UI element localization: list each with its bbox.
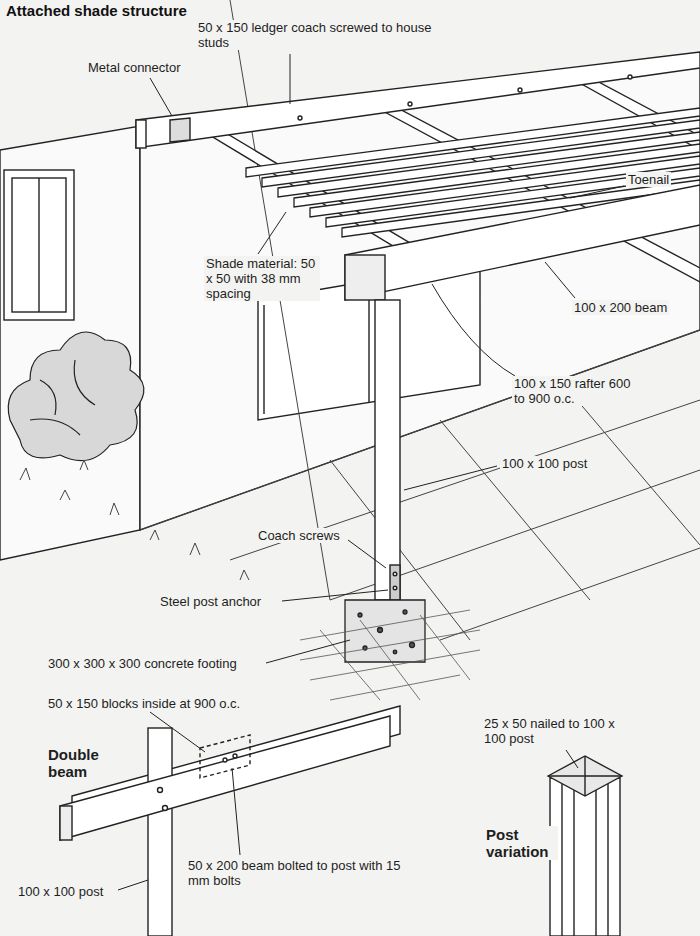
part-label: Coach screws [256,528,342,543]
leader-lines-part [290,54,291,104]
post-part [393,572,397,576]
footing-part [378,628,383,633]
part-label: 100 x 100 post [16,884,105,899]
part-label: Toenail [626,172,671,187]
beam-part [345,255,385,300]
double-beam-detail-part [223,758,227,762]
ledger-part [408,102,412,106]
footing [300,600,480,700]
detail-heading: Post variation [484,826,558,860]
leader-lines [118,54,624,890]
leader-lines-part [258,212,286,254]
paving-part [440,548,700,640]
leader-lines-part [566,750,578,768]
leader-lines-part [150,712,205,752]
house-wall-part [263,305,264,414]
ledger-part [170,118,190,142]
double-beam-detail-part [60,806,72,840]
part-label: Shade material: 50 x 50 with 38 mm spaci… [204,256,320,301]
part-label: 25 x 50 nailed to 100 x 100 post [482,716,636,746]
grass [20,460,249,580]
post-variation-detail-part [561,784,562,936]
post-variation-detail-part [595,790,596,936]
leader-lines-part [348,540,386,568]
house-wall [0,58,700,560]
house-wall-part [4,170,74,320]
double-beam-detail [60,706,400,936]
part-label: Steel post anchor [158,594,263,609]
shrub [8,332,144,461]
part-label: Metal connector [86,60,183,75]
footing-part [403,610,407,614]
double-beam-detail-part [158,788,163,793]
paving-part [440,420,590,600]
post [375,300,400,600]
ledger-part [628,75,632,79]
double-beam-detail-part [200,735,250,778]
diagram-title: Attached shade structure [4,2,189,19]
footing-part [300,610,480,700]
detail-heading: Double beam [46,746,120,780]
post-variation-detail-part [548,775,622,776]
leader-lines-part [404,466,497,490]
double-beam-detail-part [148,728,172,936]
post-part [390,565,400,600]
leader-lines-part [282,590,388,601]
post-variation-detail-part [607,784,608,936]
beam [345,185,700,300]
post-variation-detail-part [548,756,622,796]
double-beam-detail-part [233,754,237,758]
part-label: 100 x 150 rafter 600 to 900 o.c. [512,376,634,406]
post-variation-detail-part [573,790,574,936]
footing-part [410,643,415,648]
part-label: 300 x 300 x 300 concrete footing [46,656,239,671]
shrub-part [30,360,95,435]
leader-lines-part [545,262,575,298]
footing-part [393,650,397,654]
double-beam-detail-part [163,806,168,811]
leader-lines-part [266,640,350,663]
beam-part [345,185,700,300]
leader-lines-part [432,284,515,376]
part-label: 100 x 200 beam [572,300,669,315]
footing-part [358,613,362,617]
shrub-part [8,332,144,461]
post-part [375,300,400,600]
part-label: 100 x 100 post [500,456,589,471]
part-label: 50 x 200 beam bolted to post with 15 mm … [186,858,420,888]
house-wall-part [12,178,66,312]
post-variation-detail-part [550,778,620,936]
leader-lines-part [232,768,240,855]
ledger-part [518,88,522,92]
grass-part [20,460,249,580]
ledger-part [298,116,302,120]
part-label: 50 x 150 ledger coach screwed to house s… [196,20,450,50]
part-label: 50 x 150 blocks inside at 900 o.c. [46,696,242,711]
leader-lines-part [570,186,624,198]
leader-lines-part [150,78,172,116]
ledger-part [136,120,146,148]
post-part [393,586,397,590]
post-variation-detail [548,756,622,936]
house-wall-part [38,178,39,312]
leader-lines-part [118,880,148,890]
